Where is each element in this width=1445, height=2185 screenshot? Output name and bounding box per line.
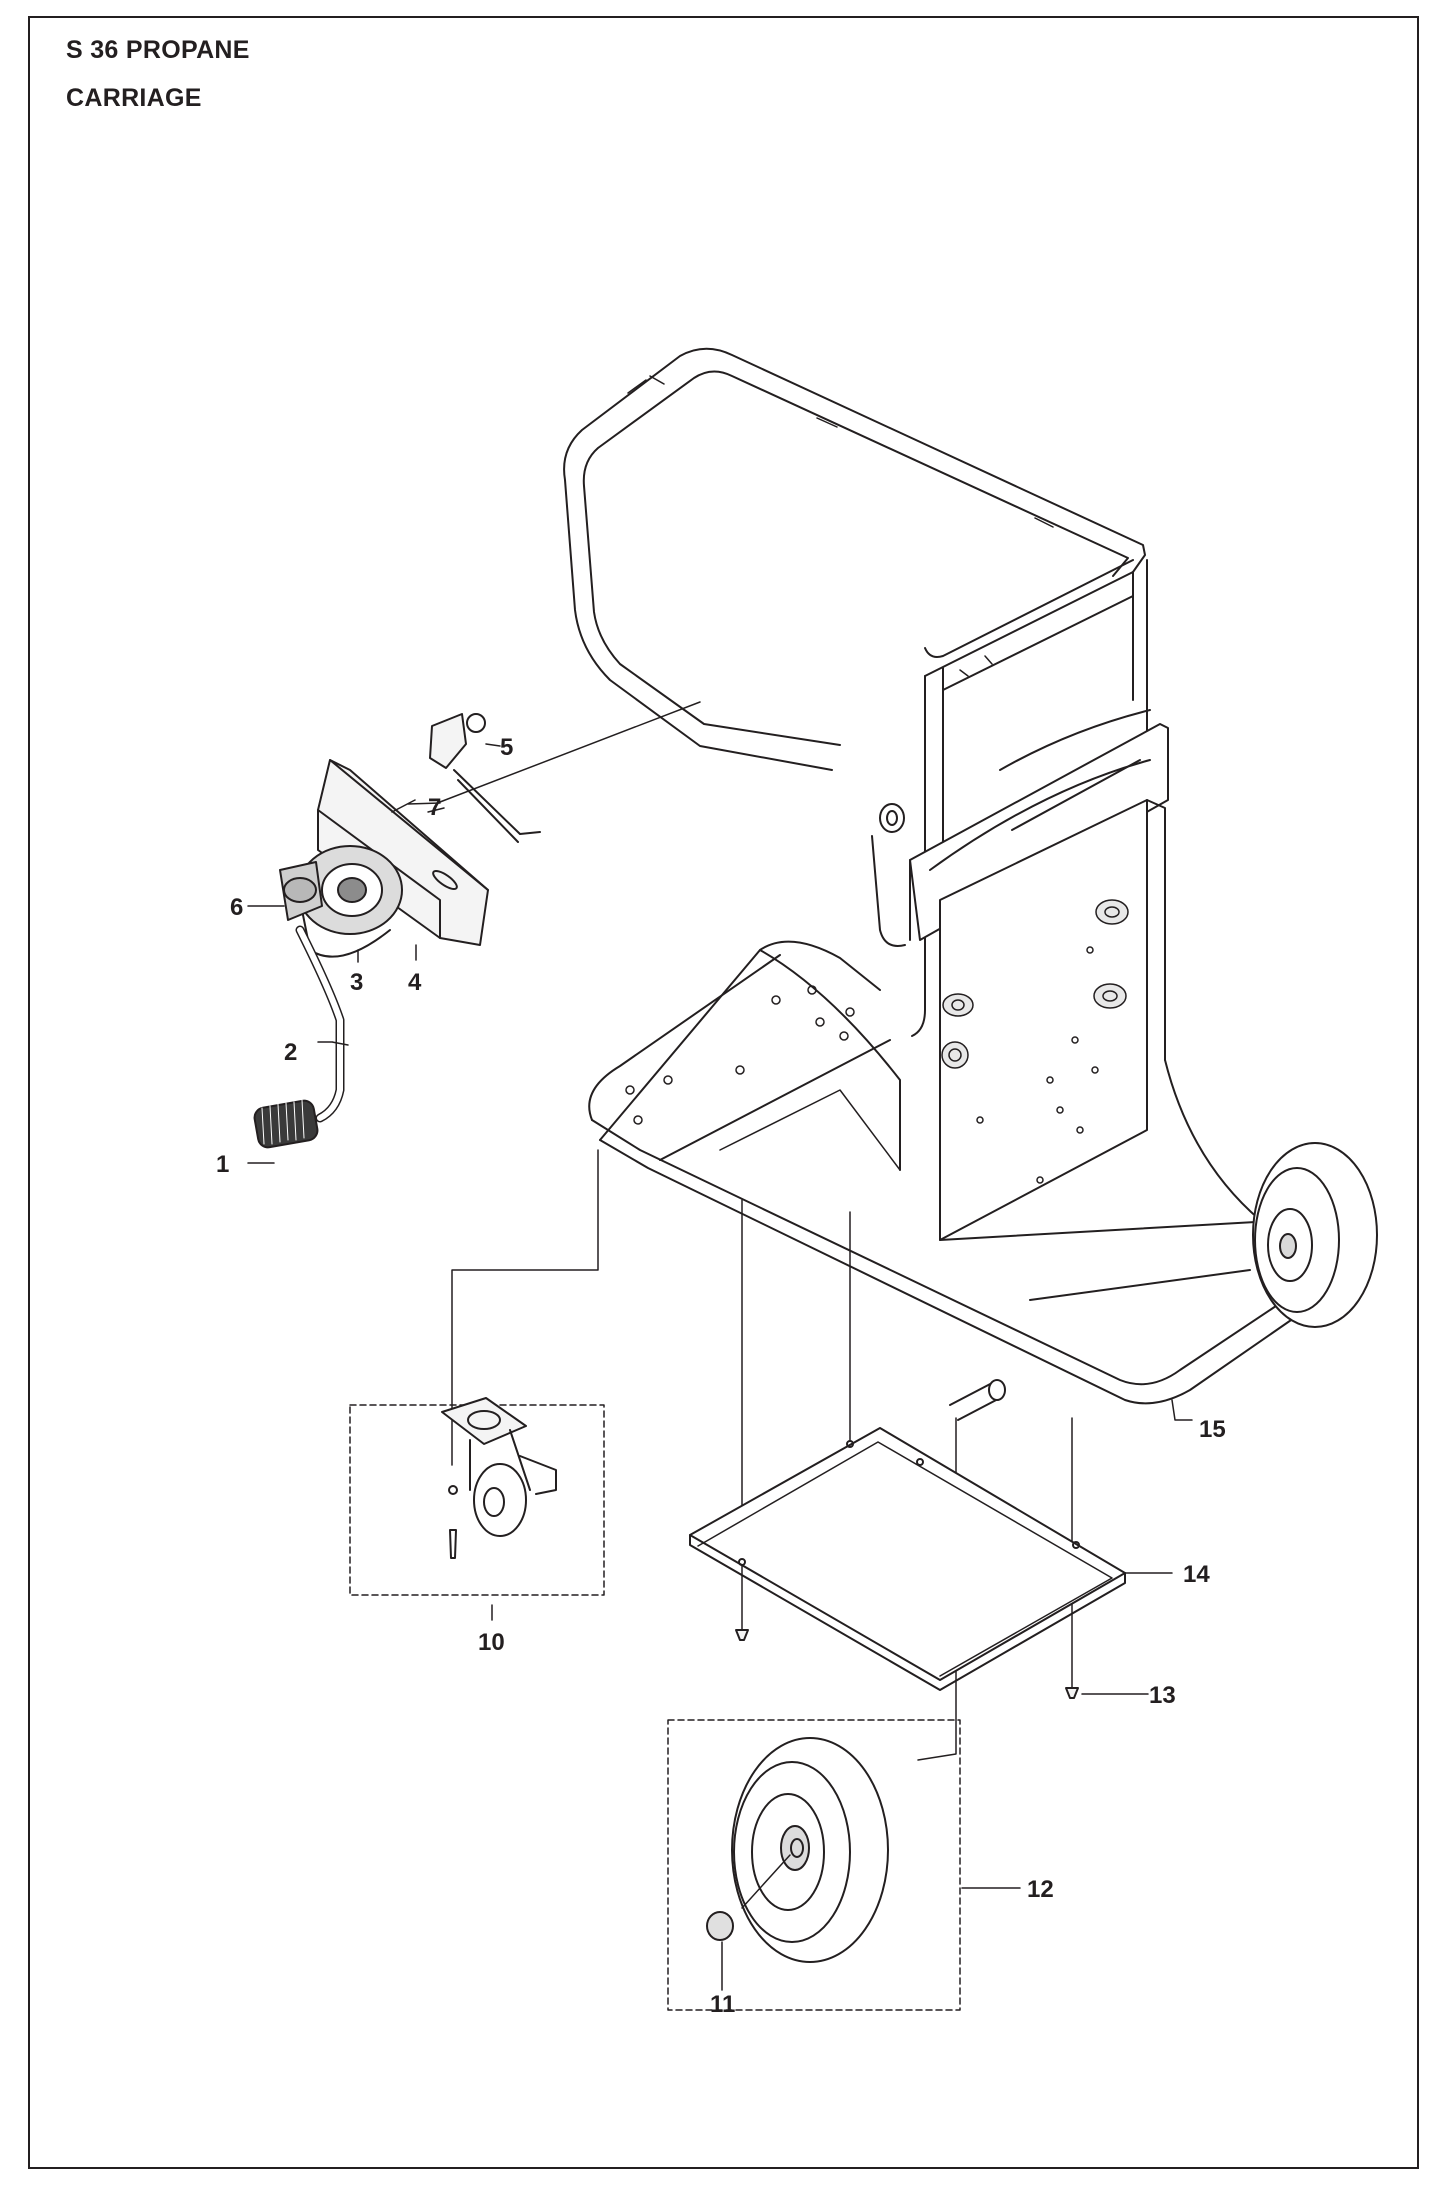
tray-screws[interactable]: [735, 1629, 1079, 1699]
section-title: CARRIAGE: [66, 84, 202, 112]
callout-14: 14: [1183, 1561, 1210, 1588]
callout-4: 4: [408, 969, 422, 996]
bottom-tray[interactable]: [689, 1379, 1126, 1691]
callout-11: 11: [710, 1991, 735, 2018]
wheel-kit[interactable]: [667, 1719, 961, 2011]
callout-10: 10: [478, 1629, 505, 1656]
callout-3: 3: [350, 969, 363, 996]
caster-kit[interactable]: [349, 1397, 605, 1596]
callout-5: 5: [500, 734, 513, 761]
callout-6: 6: [230, 894, 243, 921]
callout-2: 2: [284, 1039, 297, 1066]
callout-12: 12: [1027, 1876, 1054, 1903]
regulator-assembly[interactable]: [253, 713, 541, 1149]
model-title: S 36 PROPANE: [66, 36, 250, 64]
callout-13: 13: [1149, 1682, 1176, 1709]
drawing-frame: [28, 16, 1419, 2169]
cart-frame[interactable]: [563, 347, 1378, 1405]
callout-15: 15: [1199, 1416, 1226, 1443]
callout-1: 1: [216, 1151, 229, 1178]
callout-7: 7: [428, 794, 441, 821]
